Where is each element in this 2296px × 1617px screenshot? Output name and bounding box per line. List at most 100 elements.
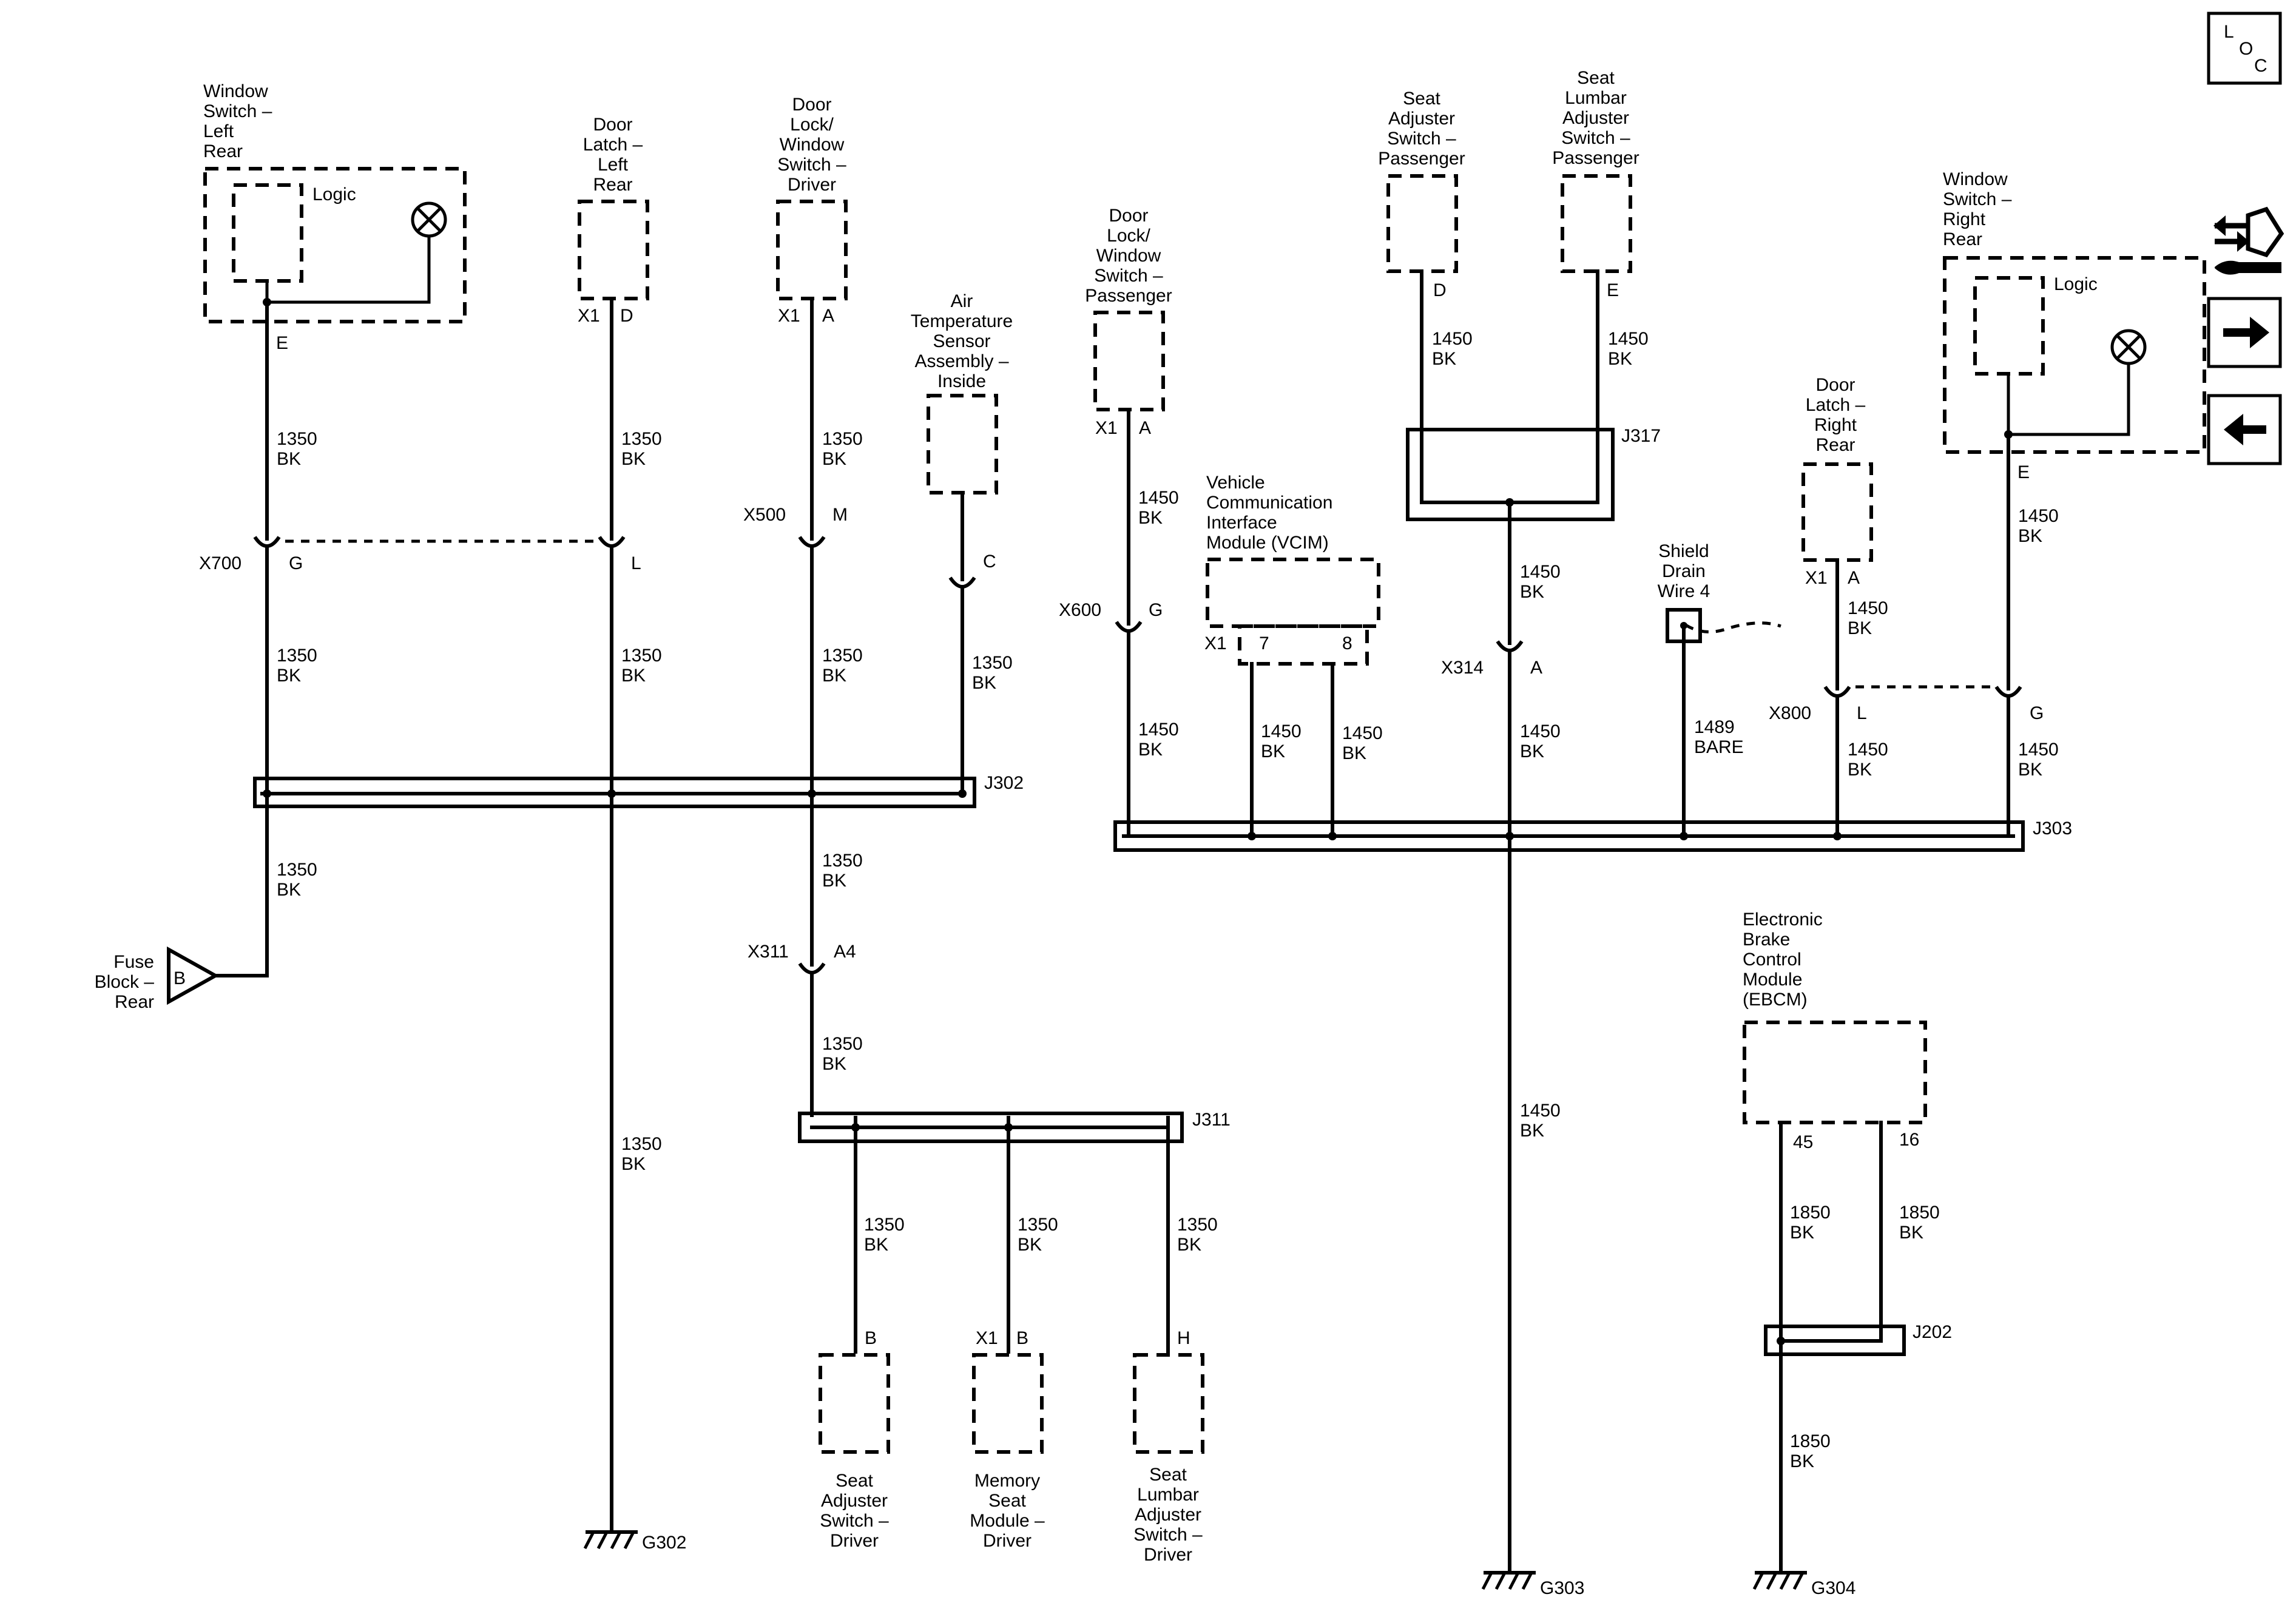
seat-adjuster-switch-passenger[interactable]: Seat Adjuster Switch – Passenger D	[1378, 89, 1465, 300]
circuit-color: BK	[1261, 741, 1285, 761]
label-line: Rear	[593, 175, 632, 195]
label-line: Switch –	[1133, 1525, 1203, 1545]
door-lock-window-switch-driver[interactable]: Door Lock/ Window Switch – Driver X1 A	[776, 95, 848, 326]
pin-label: D	[620, 306, 633, 326]
circuit-color: BK	[2018, 526, 2042, 546]
connector-x700[interactable]: X700 G L	[199, 525, 641, 573]
circuit-number: 1350	[621, 646, 662, 666]
pin-label: 16	[1899, 1130, 1919, 1150]
label-line: Rear	[1943, 229, 1982, 249]
seat-lumbar-adjuster-switch-passenger[interactable]: Seat Lumbar Adjuster Switch – Passenger …	[1552, 68, 1639, 300]
wires-left	[214, 297, 1170, 1534]
circuit-number: 1450	[1432, 329, 1473, 349]
circuit-color: BK	[822, 1054, 846, 1074]
wires-right	[1127, 408, 2010, 1575]
fuse-block-triangle	[167, 946, 220, 1005]
label-line: Rear	[203, 141, 243, 161]
circuit-color: BK	[1520, 582, 1544, 602]
loc-letter: L	[2224, 22, 2234, 42]
connector-symbol	[253, 536, 281, 548]
label-line: Passenger	[1378, 149, 1465, 169]
door-latch-right-rear[interactable]: Door Latch – Right Rear X1 A	[1801, 375, 1873, 588]
label-line: Inside	[937, 371, 986, 391]
circuit-color: BK	[621, 1154, 646, 1174]
fuse-block-rear[interactable]: B Fuse Block – Rear	[95, 946, 220, 1012]
circuit-color: BK	[822, 666, 846, 686]
circuit-color: BARE	[1694, 737, 1744, 757]
junction-dot	[1248, 832, 1256, 840]
pin-label: 7	[1259, 633, 1269, 653]
circuit-number: 1450	[1520, 721, 1561, 741]
circuit-number: 1350	[277, 646, 317, 666]
window-switch-right-rear[interactable]: Window Switch – Right Rear Logic E	[1943, 169, 2206, 482]
label-line: Adjuster	[821, 1491, 888, 1511]
circuit-number: 1350	[1018, 1215, 1058, 1235]
circuit-color: BK	[864, 1235, 888, 1255]
splice-pack-j302[interactable]: J302	[253, 773, 1024, 808]
label-line: Switch –	[1561, 128, 1630, 148]
splice-outline	[253, 777, 976, 808]
connector-x600[interactable]: X600 G	[1059, 600, 1163, 633]
circuit-labels-right: 1450 BK 1450 BK 1450 BK 1450 BK 1450 BK …	[1138, 329, 2059, 1471]
label-line: Switch –	[203, 101, 272, 121]
arrow-left-icon[interactable]	[2207, 394, 2282, 465]
connector-x314[interactable]: X314 A	[1441, 630, 1542, 678]
circuit-color: BK	[1138, 508, 1163, 528]
vehicle-communication-interface-module[interactable]: Vehicle Communication Interface Module (…	[1204, 473, 1380, 666]
loc-icon[interactable]: L O C	[2207, 12, 2282, 85]
connector-x800[interactable]: X800 L G	[1769, 676, 2044, 723]
ground-label: G303	[1540, 1578, 1584, 1598]
arrow-right-icon[interactable]	[2207, 297, 2282, 368]
electronic-brake-control-module[interactable]: Electronic Brake Control Module (EBCM) 4…	[1743, 910, 1927, 1152]
pin-label: G	[1149, 600, 1163, 620]
circuit-number: 1450	[1138, 488, 1179, 508]
splice-label: J317	[1621, 426, 1661, 446]
splice-pack-j311[interactable]: J311	[798, 1110, 1231, 1143]
label-line: Door	[1109, 206, 1148, 226]
ground-g302[interactable]: G302	[583, 1530, 686, 1553]
label-line: Passenger	[1552, 148, 1639, 168]
connector-symbol	[1115, 621, 1143, 633]
seat-lumbar-adjuster-switch-driver[interactable]: H Seat Lumbar Adjuster Switch – Driver	[1133, 1328, 1204, 1565]
component-outline	[203, 167, 467, 323]
label-line: Assembly –	[914, 351, 1008, 371]
junction-dot	[958, 789, 967, 798]
memory-seat-module-driver[interactable]: X1 B Memory Seat Module – Driver	[970, 1328, 1045, 1551]
connector-x500[interactable]: X500 M	[743, 505, 848, 548]
window-switch-left-rear[interactable]: Window Switch – Left Rear Logic E	[203, 81, 467, 353]
label-line: Wire 4	[1658, 581, 1710, 601]
label-line: Window	[1096, 246, 1161, 266]
circuit-number: 1450	[1608, 329, 1649, 349]
air-temperature-sensor-assembly-inside[interactable]: Air Temperature Sensor Assembly – Inside…	[911, 291, 1013, 572]
label-line: Communication	[1206, 493, 1332, 513]
shield-drain-wire[interactable]: Shield Drain Wire 4	[1658, 541, 1781, 643]
label-line: Passenger	[1085, 286, 1172, 306]
connector-air-temp[interactable]	[948, 567, 976, 589]
connector-tool-icon[interactable]	[2213, 206, 2284, 275]
splice-pack-j202[interactable]: J202	[1764, 1322, 1952, 1356]
circuit-number: 1350	[822, 646, 863, 666]
circuit-number: 1850	[1790, 1431, 1831, 1451]
circuit-number: 1350	[277, 860, 317, 880]
splice-pack-j317[interactable]: J317	[1406, 269, 1661, 521]
pin-label: M	[832, 505, 848, 525]
circuit-color: BK	[621, 666, 646, 686]
seat-adjuster-switch-driver[interactable]: B Seat Adjuster Switch – Driver	[819, 1328, 890, 1551]
pin-label: G	[2030, 703, 2044, 723]
ground-g303[interactable]: G303	[1481, 1571, 1584, 1598]
label-line: Door	[792, 95, 831, 115]
connector-x311[interactable]: X311 A4	[748, 942, 856, 974]
door-latch-left-rear[interactable]: Door Latch – Left Rear X1 D	[578, 115, 649, 326]
ground-g304[interactable]: G304	[1752, 1571, 1855, 1598]
door-lock-window-switch-passenger[interactable]: Door Lock/ Window Switch – Passenger X1 …	[1085, 206, 1172, 438]
circuit-color: BK	[1848, 760, 1872, 780]
junction-dot	[1777, 1337, 1785, 1345]
splice-pack-j303[interactable]: J303	[1113, 819, 2072, 852]
circuit-number: 1350	[864, 1215, 905, 1235]
label-line: Switch –	[820, 1511, 889, 1531]
logic-wire	[2007, 363, 2130, 436]
circuit-color: BK	[1342, 743, 1366, 763]
label-line: Switch –	[777, 155, 846, 175]
component-outline	[776, 200, 848, 300]
circuit-color: BK	[822, 871, 846, 891]
